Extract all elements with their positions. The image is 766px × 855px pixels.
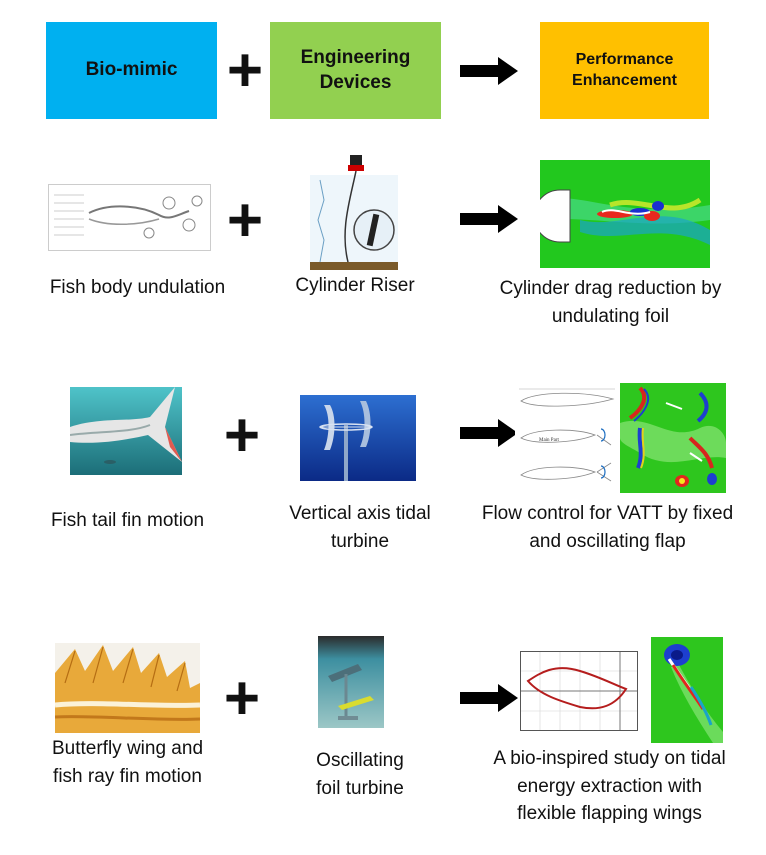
row3-arrow-icon (460, 683, 520, 713)
oscillating-foil-turbine-image (318, 636, 384, 728)
cylinder-drag-reduction-caption: Cylinder drag reduction by undulating fo… (499, 278, 722, 327)
cylinder-riser-image (310, 150, 398, 270)
cylinder-riser-caption: Cylinder Riser (295, 275, 415, 296)
row3-plus-sign: + (223, 664, 261, 733)
header-arrow-icon (460, 56, 520, 86)
butterfly-wing-caption: Butterfly wing and fish ray fin motion (51, 738, 204, 787)
hysteresis-loop-plot-image (520, 651, 638, 731)
vatt-vorticity-field-image (620, 383, 726, 493)
row2-arrow-icon (460, 418, 520, 448)
cylinder-drag-flow-image (540, 160, 710, 268)
header-plus-sign: + (226, 36, 264, 105)
fish-body-undulation-image (48, 184, 211, 251)
oscillating-foil-turbine-caption: Oscillating foil turbine (316, 750, 404, 799)
engineering-devices-box: Engineering Devices (270, 22, 441, 119)
performance-enhancement-box: Performance Enhancement (540, 22, 709, 119)
performance-enhancement-label: Performance Enhancement (572, 50, 677, 89)
fish-ray-fin-image (55, 643, 200, 733)
fish-body-undulation-caption: Fish body undulation (49, 277, 226, 298)
fish-tail-fin-caption: Fish tail fin motion (50, 510, 205, 531)
vertical-axis-tidal-turbine-caption: Vertical axis tidal turbine (289, 503, 431, 552)
flap-airfoil-schematic-image: Main Part (515, 383, 620, 496)
vertical-axis-tidal-turbine-image (300, 395, 416, 481)
row1-plus-sign: + (226, 186, 264, 255)
engineering-devices-label: Engineering Devices (300, 46, 411, 93)
bio-mimic-box: Bio-mimic (46, 22, 217, 119)
bio-mimic-label: Bio-mimic (85, 59, 178, 81)
row2-plus-sign: + (223, 401, 261, 470)
tidal-energy-extraction-caption: A bio-inspired study on tidal energy ext… (493, 748, 726, 825)
flapping-wing-flow-field-image (651, 637, 723, 743)
row1-arrow-icon (460, 204, 520, 234)
fish-tail-fin-image (70, 387, 182, 475)
main-part-label: Main Part (539, 438, 559, 443)
flow-control-vatt-caption: Flow control for VATT by fixed and oscil… (481, 503, 734, 552)
